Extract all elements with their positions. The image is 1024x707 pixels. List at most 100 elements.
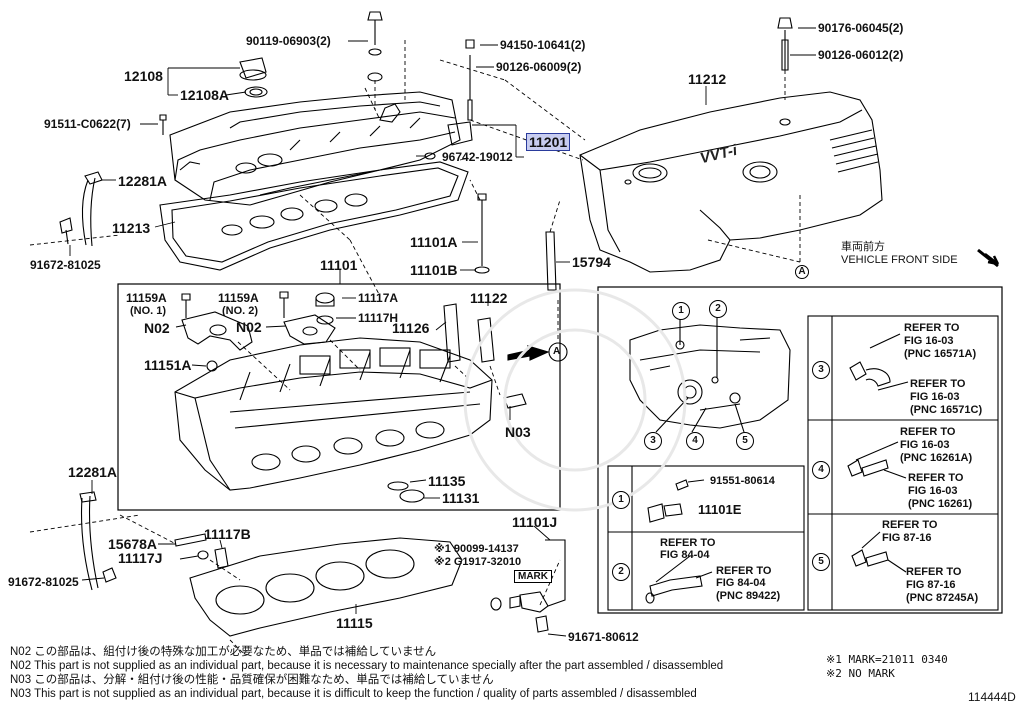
label-11101: 11101 xyxy=(320,257,358,273)
front-label-jp: 車両前方 xyxy=(841,241,885,253)
label-11117A: 11117A xyxy=(358,291,399,305)
valve-cover xyxy=(169,91,461,206)
label-12281A-top: 12281A xyxy=(118,173,168,189)
label-11101J: 11101J xyxy=(512,514,558,530)
engine-cover-studs xyxy=(777,17,793,71)
label-90176: 90176-06045(2) xyxy=(818,21,904,35)
valve-cover-gasket xyxy=(159,161,469,271)
label-90126-b: 90126-06012(2) xyxy=(818,48,904,62)
cover-bolts xyxy=(159,11,475,135)
label-N02-b: N02 xyxy=(236,319,262,335)
label-11212: 11212 xyxy=(688,71,727,87)
table-4-ref1-fig: FIG 16-03 xyxy=(900,439,950,451)
table-1-part-a: 91551-80614 xyxy=(710,475,775,487)
table-3-ref1-fig: FIG 16-03 xyxy=(904,335,954,347)
table-4-ref2-pnc: (PNC 16261) xyxy=(908,498,973,510)
label-11151A: 11151A xyxy=(144,357,192,373)
table-5-ref2-pnc: (PNC 87245A) xyxy=(906,592,979,604)
table-num-2: 2 xyxy=(612,563,630,581)
table-num-3: 3 xyxy=(812,361,830,379)
label-94150: 94150-10641(2) xyxy=(500,38,586,52)
table-5-ref1: REFER TO xyxy=(882,519,938,531)
table-2-ref2-fig: FIG 84-04 xyxy=(716,577,766,589)
note-N03-jp: N03 この部品は、分解・組付け後の性能・品質確保が困難なため、単品では補給して… xyxy=(10,674,494,686)
label-91672-bottom: 91672-81025 xyxy=(8,575,79,589)
callout-A-right: A xyxy=(795,265,809,279)
detail-circle-3: 3 xyxy=(644,432,662,450)
label-11122: 11122 xyxy=(470,290,508,306)
note-N03-en: N03 This part is not supplied as an indi… xyxy=(10,688,697,700)
table-2-ref2: REFER TO xyxy=(716,565,772,577)
table-4-ref1: REFER TO xyxy=(900,426,956,438)
table-3-ref1: REFER TO xyxy=(904,322,960,334)
label-96742: 96742-19012 xyxy=(442,150,513,164)
figure-number: 114444D xyxy=(968,690,1016,704)
label-11159A-1: 11159A xyxy=(126,291,167,305)
mark-note-1: ※1 MARK=21011 0340 xyxy=(826,653,948,666)
label-11101B: 11101B xyxy=(410,262,458,278)
table-4-ref1-pnc: (PNC 16261A) xyxy=(900,452,973,464)
table-3-ref2-pnc: (PNC 16571C) xyxy=(910,404,983,416)
label-11201[interactable]: 11201 xyxy=(526,133,571,151)
table-4-ref2-fig: FIG 16-03 xyxy=(908,485,958,497)
label-90099: ※1 90099-14137 xyxy=(434,543,519,555)
mark-note-2: ※2 NO MARK xyxy=(826,667,895,680)
table-5-ref2-fig: FIG 87-16 xyxy=(906,579,956,591)
label-11117B: 11117B xyxy=(204,526,251,542)
table-3-ref2: REFER TO xyxy=(910,378,966,390)
table-3-ref2-fig: FIG 16-03 xyxy=(910,391,960,403)
cylinder-head xyxy=(174,337,493,491)
label-11201-highlight: 11201 xyxy=(526,133,571,151)
table-3-ref1-pnc: (PNC 16571A) xyxy=(904,348,977,360)
oil-cap xyxy=(239,57,268,98)
label-15678A: 15678A xyxy=(108,536,158,552)
label-12281A-bottom: 12281A xyxy=(68,464,118,480)
label-11213: 11213 xyxy=(112,220,151,236)
label-11117H: 11117H xyxy=(358,311,399,325)
label-11126: 11126 xyxy=(392,320,430,336)
label-11159A-2: 11159A xyxy=(218,291,259,305)
label-11115: 11115 xyxy=(336,615,373,631)
table-num-1: 1 xyxy=(612,491,630,509)
label-11117J: 11117J xyxy=(118,550,163,566)
label-N03: N03 xyxy=(505,424,531,440)
detail-circle-1: 1 xyxy=(672,302,690,320)
label-90119: 90119-06903(2) xyxy=(246,34,331,48)
head-gasket xyxy=(189,537,463,637)
label-91511: 91511-C0622(7) xyxy=(44,117,131,131)
engine-cover xyxy=(579,91,883,273)
table-1-part-b: 11101E xyxy=(698,502,742,517)
table-2-ref1: REFER TO xyxy=(660,537,716,549)
detail-circle-2: 2 xyxy=(709,300,727,318)
note-N02-jp: N02 この部品は、組付け後の特殊な加工が必要なため、単品では補給していません xyxy=(10,646,437,658)
label-12108: 12108 xyxy=(124,68,163,84)
front-label-en: VEHICLE FRONT SIDE xyxy=(841,254,958,266)
label-N02-a: N02 xyxy=(144,320,170,336)
table-5-ref2: REFER TO xyxy=(906,566,962,578)
note-N02-en: N02 This part is not supplied as an indi… xyxy=(10,660,724,672)
camshaft-bearing-caps xyxy=(181,291,336,372)
label-11159A-1-sub: (NO. 1) xyxy=(130,305,167,317)
label-11131: 11131 xyxy=(442,490,480,506)
callout-A-left: A xyxy=(553,346,561,357)
table-5-ref1-fig: FIG 87-16 xyxy=(882,532,932,544)
label-12108A: 12108A xyxy=(180,87,230,103)
table-num-5: 5 xyxy=(812,553,830,571)
label-11159A-2-sub: (NO. 2) xyxy=(222,305,259,317)
label-91671: 91671-80612 xyxy=(568,630,639,644)
table-2-ref2-pnc: (PNC 89422) xyxy=(716,590,781,602)
table-num-4: 4 xyxy=(812,461,830,479)
detail-circle-4: 4 xyxy=(686,432,704,450)
table-4-ref2: REFER TO xyxy=(908,472,964,484)
label-90126-a: 90126-06009(2) xyxy=(496,60,582,74)
label-11135: 11135 xyxy=(428,473,466,489)
detail-engine-view xyxy=(629,324,791,429)
table-2-ref1-fig: FIG 84-04 xyxy=(660,549,710,561)
mark-box: MARK xyxy=(514,570,552,583)
detail-circle-5: 5 xyxy=(736,432,754,450)
label-15794: 15794 xyxy=(572,254,611,270)
label-91672-top: 91672-81025 xyxy=(30,258,101,272)
watermark xyxy=(463,288,687,512)
